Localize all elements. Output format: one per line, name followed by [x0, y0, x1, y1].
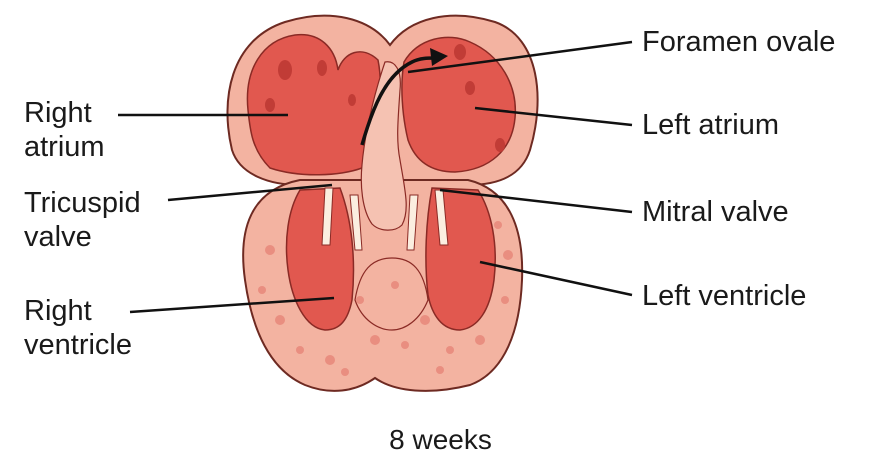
label-right-atrium-line2: atrium [24, 130, 105, 164]
diagram-caption: 8 weeks [0, 424, 881, 456]
label-left-ventricle: Left ventricle [642, 279, 806, 313]
label-mitral-valve: Mitral valve [642, 195, 789, 229]
label-tricuspid-valve: Tricuspid valve [24, 186, 141, 254]
label-foramen-ovale: Foramen ovale [642, 25, 835, 59]
label-right-atrium: Right atrium [24, 96, 105, 164]
label-left-atrium: Left atrium [642, 108, 779, 142]
label-right-atrium-line1: Right [24, 96, 105, 130]
label-right-ventricle: Right ventricle [24, 294, 132, 362]
label-tricuspid-line2: valve [24, 220, 141, 254]
label-right-ventricle-line1: Right [24, 294, 132, 328]
label-right-ventricle-line2: ventricle [24, 328, 132, 362]
label-tricuspid-line1: Tricuspid [24, 186, 141, 220]
